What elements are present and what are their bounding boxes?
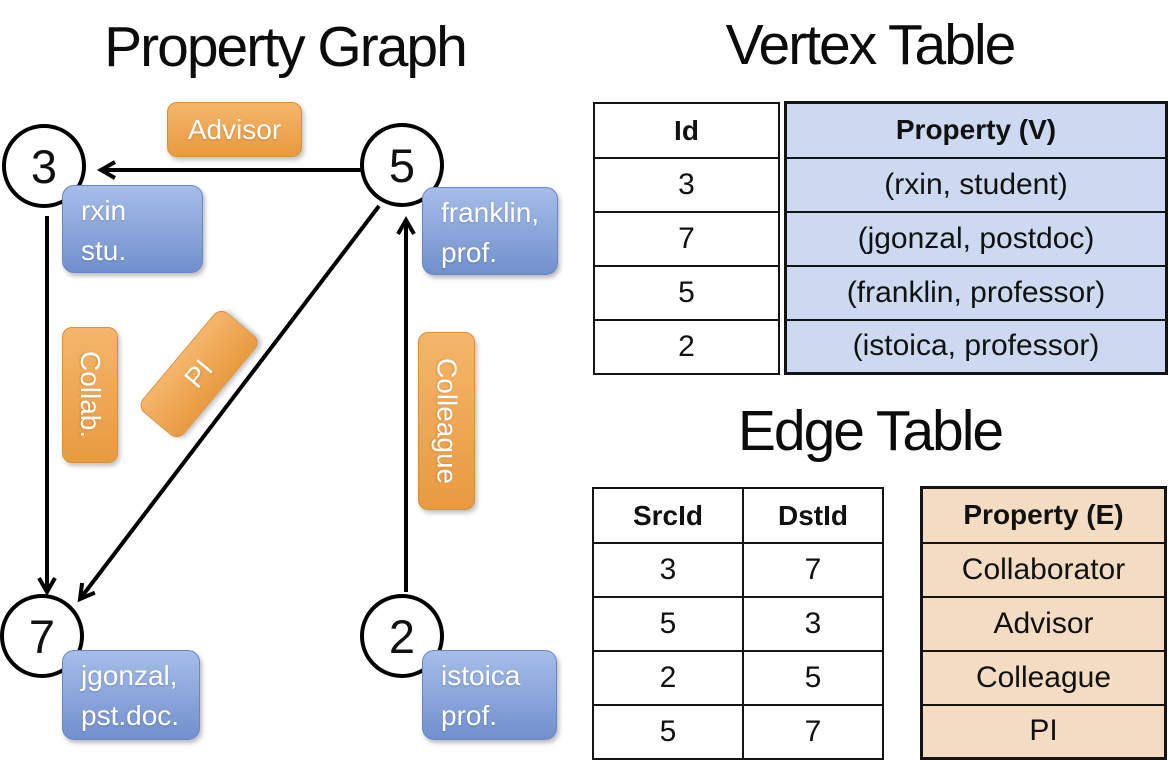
edge-table-header-property: Property (E) [921,486,1166,544]
vertex-table-property-cell: (istoica, professor) [785,318,1167,375]
edge-table-src-cell: 3 [592,542,744,598]
vertex-label-rxin-line1: rxin [81,195,127,226]
edge-label-collab: Collab. [62,327,118,463]
edge-table-src-cell: 5 [592,704,744,760]
edge-table-title: Edge Table [737,399,1004,463]
edge-table-property-cell: PI [921,703,1166,760]
vertex-label-istoica: istoica prof. [422,650,557,740]
edge-table-src-cell: 2 [592,650,744,706]
edge-pi-5-to-7 [77,204,381,603]
node-5-id: 5 [388,138,416,192]
vertex-label-rxin-line2: stu. [81,235,127,266]
edge-label-colleague: Colleague [418,332,475,510]
edge-table-header-srcid: SrcId [592,487,744,544]
edge-table-property-column: Property (E) Collaborator Advisor Collea… [920,486,1167,760]
vertex-table-header-property: Property (V) [785,101,1167,159]
vertex-table-id-column: Id 3 7 5 2 [593,102,780,375]
property-graph-title: Property Graph [104,15,468,79]
edge-table-property-cell: Advisor [921,595,1166,652]
vertex-table-property-cell: (rxin, student) [785,156,1167,213]
vertex-label-rxin: rxin stu. [62,185,203,273]
vertex-table-id-cell: 7 [593,211,780,267]
vertex-label-franklin-line1: franklin, [441,197,540,228]
edge-table-property-cell: Collaborator [921,541,1166,598]
vertex-label-jgonzal-line1: jgonzal, [81,660,178,691]
edge-table-property-cell: Colleague [921,649,1166,706]
vertex-label-franklin-line2: prof. [441,237,498,268]
vertex-table-id-cell: 5 [593,265,780,321]
vertex-table-property-column: Property (V) (rxin, student) (jgonzal, p… [784,101,1168,375]
edge-table-header-dstid: DstId [742,487,884,544]
edge-table-dst-cell: 5 [742,650,884,706]
vertex-label-jgonzal: jgonzal, pst.doc. [62,650,200,740]
edge-table-id-columns: SrcId DstId 3 7 5 3 2 5 5 7 [592,487,884,760]
vertex-table-title: Vertex Table [725,13,1017,77]
vertex-label-franklin: franklin, prof. [422,187,558,275]
vertex-table-header-id: Id [593,102,780,159]
vertex-table-id-cell: 2 [593,319,780,375]
vertex-table-property-cell: (jgonzal, postdoc) [785,210,1167,267]
vertex-label-istoica-line1: istoica [441,660,521,691]
edge-table-src-cell: 5 [592,596,744,652]
edge-label-advisor: Advisor [167,102,302,157]
node-7-id: 7 [28,609,56,663]
node-3-id: 3 [30,139,58,193]
edge-table-dst-cell: 7 [742,704,884,760]
vertex-label-istoica-line2: prof. [441,700,498,731]
vertex-table-id-cell: 3 [593,157,780,213]
graph-node-3: 3 [2,124,86,208]
vertex-label-jgonzal-line2: pst.doc. [81,700,180,731]
edge-table-dst-cell: 3 [742,596,884,652]
node-2-id: 2 [388,609,416,663]
vertex-table-property-cell: (franklin, professor) [785,264,1167,321]
edge-table-dst-cell: 7 [742,542,884,598]
